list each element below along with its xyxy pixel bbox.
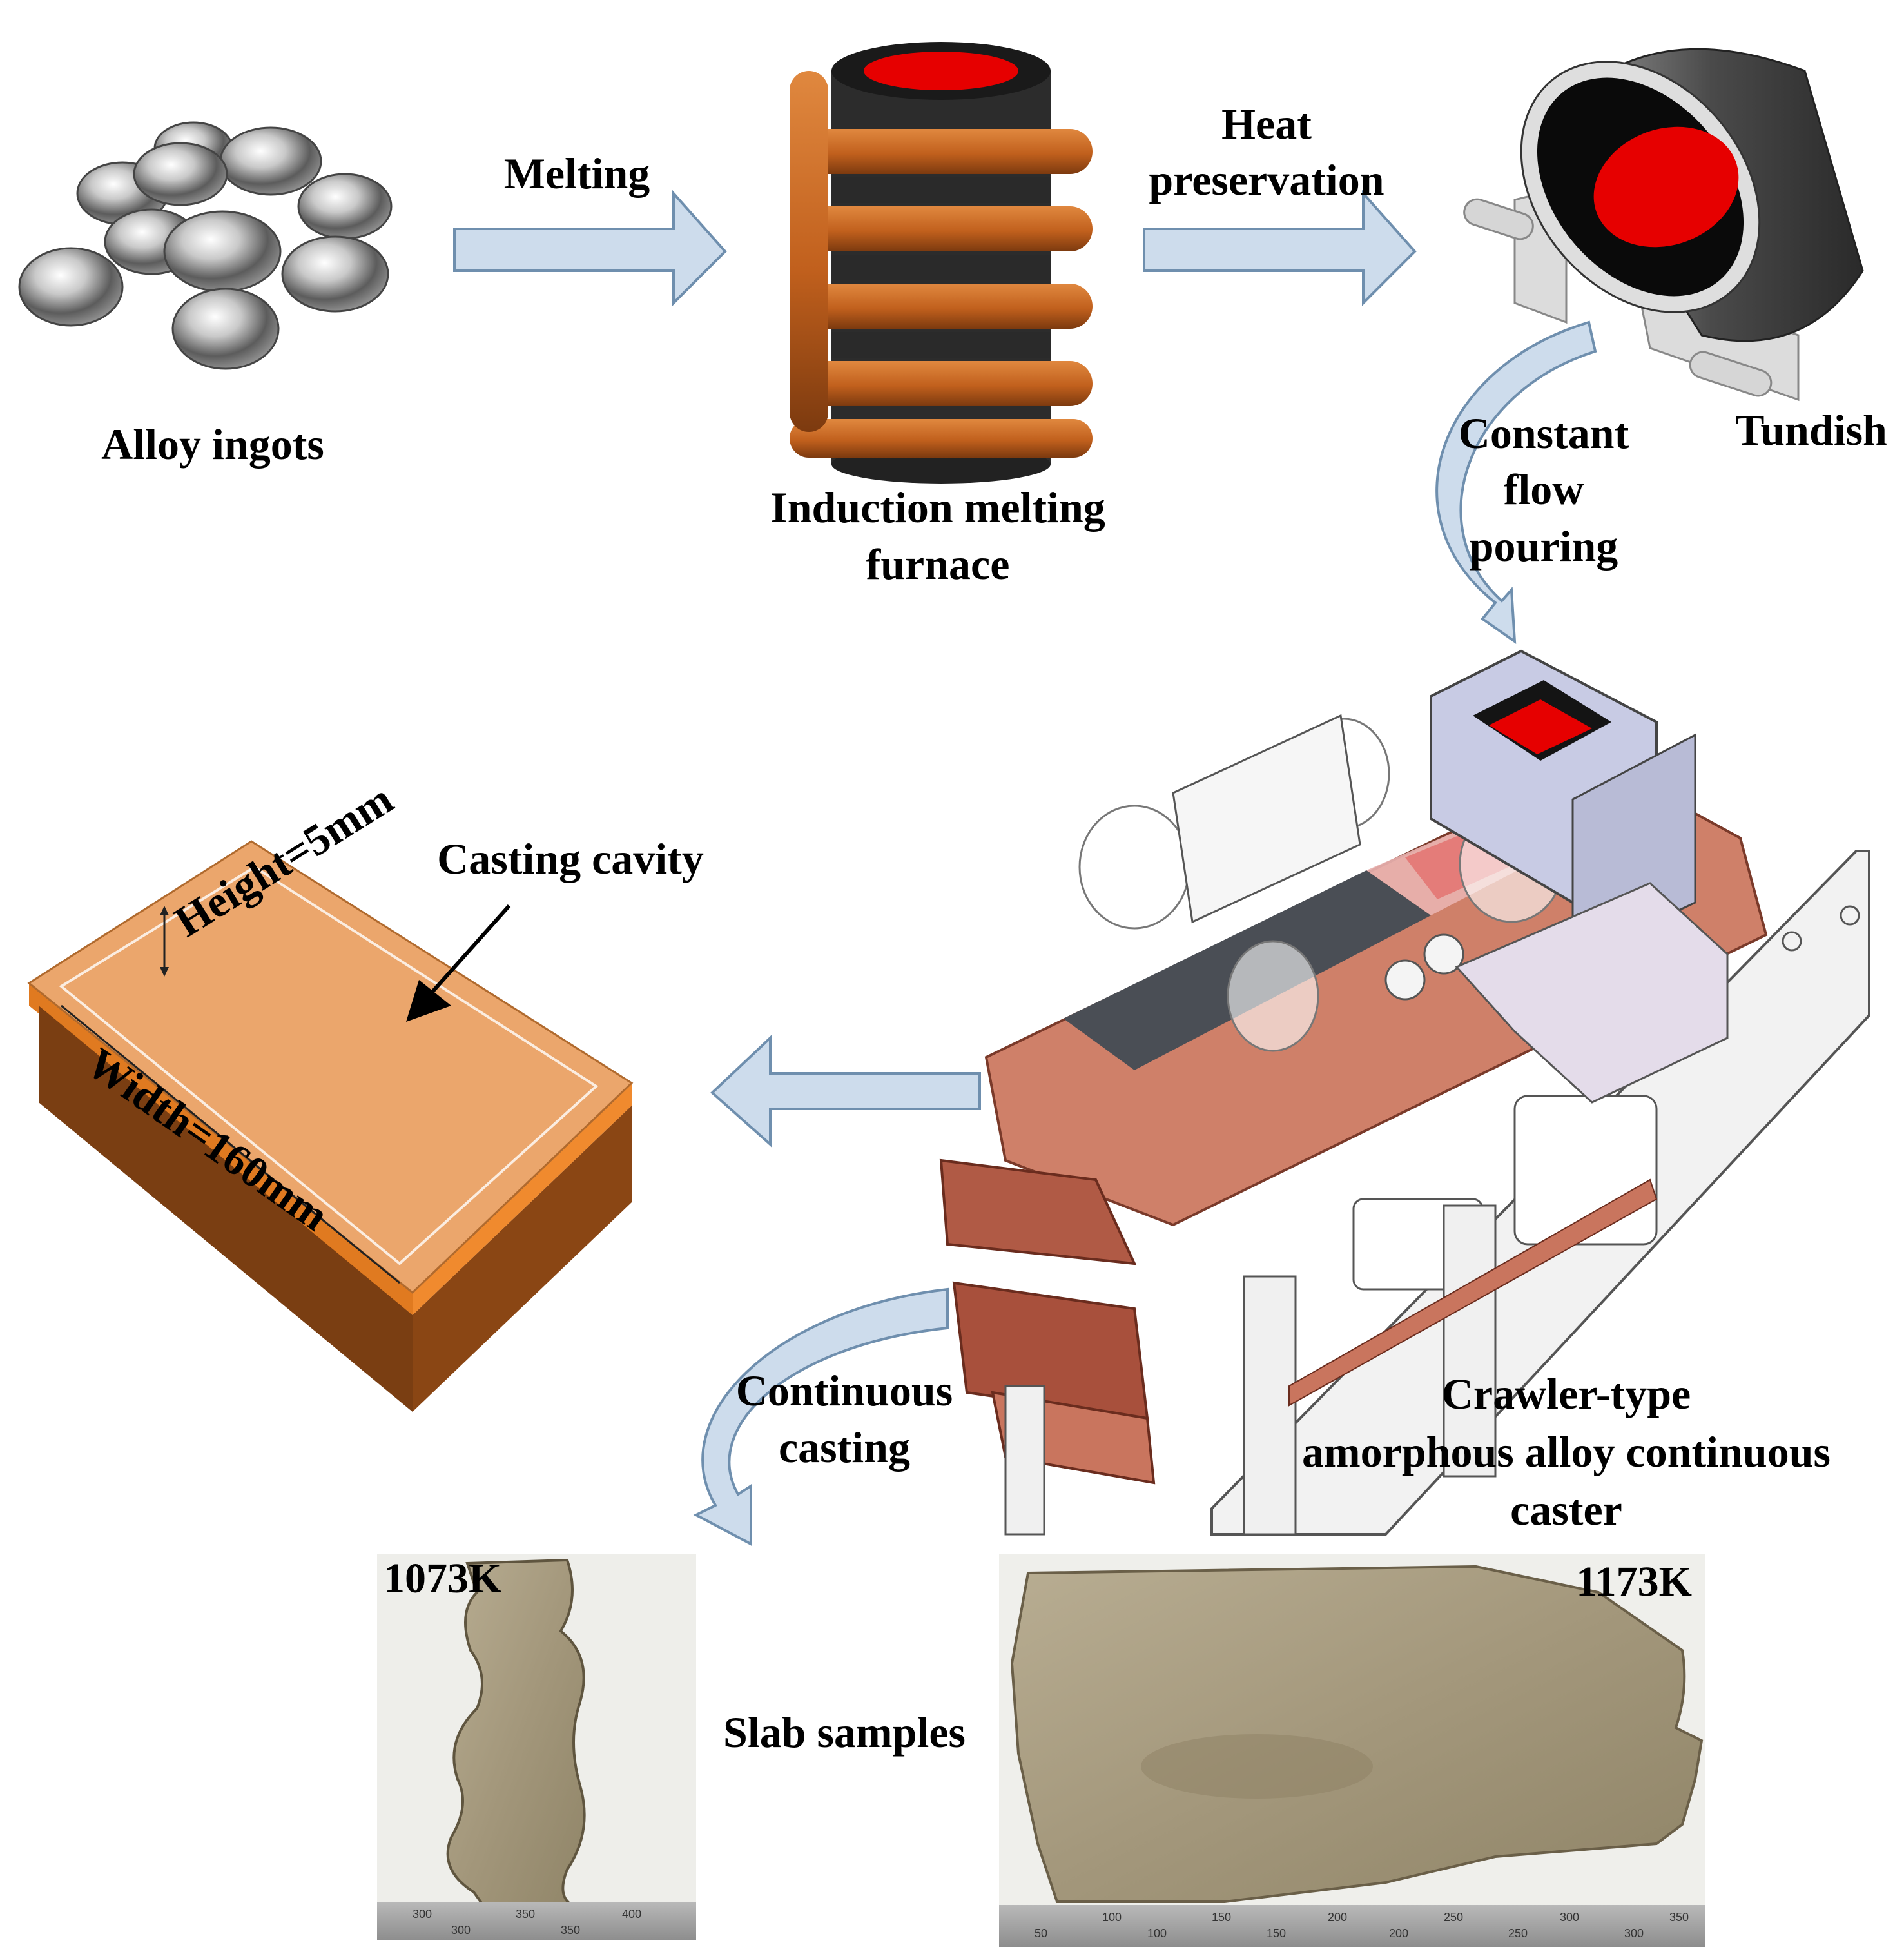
ruler-left-tick: 350 [561, 1924, 580, 1937]
label-heat-line1: Heat [1221, 99, 1312, 148]
label-induction-line2: furnace [866, 540, 1010, 589]
slab-photo-1173k [999, 1554, 1705, 1947]
arrow-heat-preservation [1143, 190, 1417, 306]
label-slab-samples: Slab samples [723, 1708, 966, 1757]
alloy-ingots-image [18, 121, 393, 370]
ruler-right-tick: 100 [1102, 1911, 1122, 1924]
ruler-right-tick: 250 [1444, 1911, 1463, 1924]
ruler-right-tick: 300 [1624, 1927, 1644, 1940]
ruler-left-tick: 300 [413, 1908, 432, 1920]
label-constant-line2: flow [1504, 465, 1584, 514]
slab-photo-1073k [377, 1554, 696, 1940]
ruler-right-tick: 150 [1267, 1927, 1286, 1940]
label-caster-line1: Crawler-type [1442, 1369, 1691, 1418]
ruler-left-tick: 350 [516, 1908, 535, 1920]
crawler-caster-image [939, 649, 1870, 1536]
ruler-right-tick: 300 [1560, 1911, 1579, 1924]
arrow-continuous-casting [693, 1287, 949, 1547]
ruler-left-tick: 400 [622, 1908, 641, 1920]
induction-furnace-image [790, 42, 1093, 484]
ruler-right-tick: 200 [1389, 1927, 1408, 1940]
arrow-constant-flow-pouring [1435, 320, 1597, 645]
pointer-head [406, 980, 451, 1022]
casting-cavity-box [27, 840, 634, 1412]
label-constant-line3: pouring [1470, 522, 1618, 571]
label-induction-line1: Induction melting [770, 483, 1105, 532]
label-tundish: Tundish [1735, 405, 1887, 454]
ruler-right-tick: 150 [1212, 1911, 1231, 1924]
ruler-left-tick: 300 [451, 1924, 471, 1937]
label-constant-line1: Constant [1459, 409, 1629, 458]
tundish-image [1463, 48, 1864, 402]
ruler-right-tick: 200 [1328, 1911, 1347, 1924]
pointer-casting-cavity [427, 904, 511, 997]
label-continuous-line1: Continuous [736, 1366, 953, 1415]
label-casting-cavity: Casting cavity [437, 834, 704, 883]
label-temp-1173k: 1173K [1576, 1558, 1692, 1605]
label-melting: Melting [504, 149, 650, 198]
ruler-right-tick: 50 [1035, 1927, 1047, 1940]
arrow-melting [453, 190, 727, 306]
label-continuous-line2: casting [779, 1423, 910, 1472]
label-temp-1073k: 1073K [384, 1555, 501, 1602]
label-caster-line2: amorphous alloy continuous [1302, 1427, 1831, 1476]
label-heat-line2: preservation [1149, 155, 1384, 204]
arrow-to-casting-cavity [710, 1035, 981, 1148]
ruler-right-tick: 250 [1508, 1927, 1528, 1940]
label-alloy-ingots: Alloy ingots [101, 420, 324, 469]
ruler-left: 300 350 400 300 350 [413, 1908, 641, 1937]
ruler-right: 100 150 200 250 300 350 50 100 150 200 2… [1035, 1911, 1689, 1940]
ruler-right-tick: 350 [1669, 1911, 1689, 1924]
ruler-right-tick: 100 [1147, 1927, 1167, 1940]
label-caster-line3: caster [1510, 1485, 1622, 1534]
